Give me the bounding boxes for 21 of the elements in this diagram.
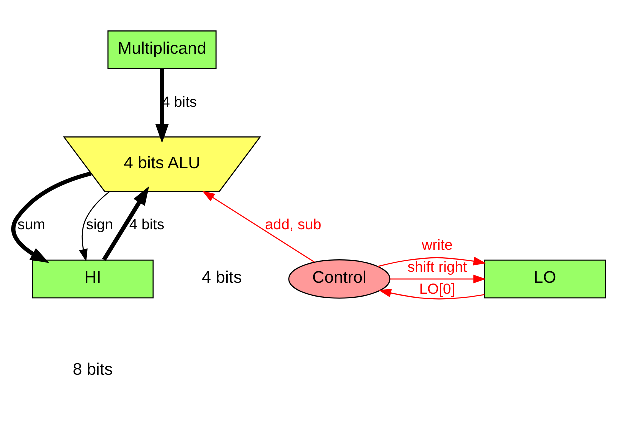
- arrow: [390, 274, 486, 284]
- edge-label: LO[0]: [419, 282, 455, 298]
- edge-label: shift right: [407, 260, 467, 276]
- edge-label: add, sub: [264, 218, 322, 234]
- node-ellipse: Control: [288, 260, 390, 299]
- node-box: LO: [484, 260, 606, 299]
- edge-label: sign: [86, 218, 113, 234]
- arrow: [378, 257, 486, 268]
- label: 4 bits: [202, 268, 242, 288]
- node-box: Multiplicand: [107, 30, 216, 70]
- arrow: [202, 191, 314, 263]
- arrow: [78, 191, 110, 262]
- arrow: [378, 288, 484, 300]
- label: 8 bits: [72, 360, 113, 379]
- arrow: [11, 172, 92, 264]
- arrow: [155, 69, 168, 144]
- arrow: [102, 186, 149, 262]
- edge-label: sum: [17, 218, 45, 234]
- edge-label: 4 bits: [129, 218, 164, 234]
- node-box: HI: [32, 260, 154, 299]
- edge-label: write: [421, 238, 452, 254]
